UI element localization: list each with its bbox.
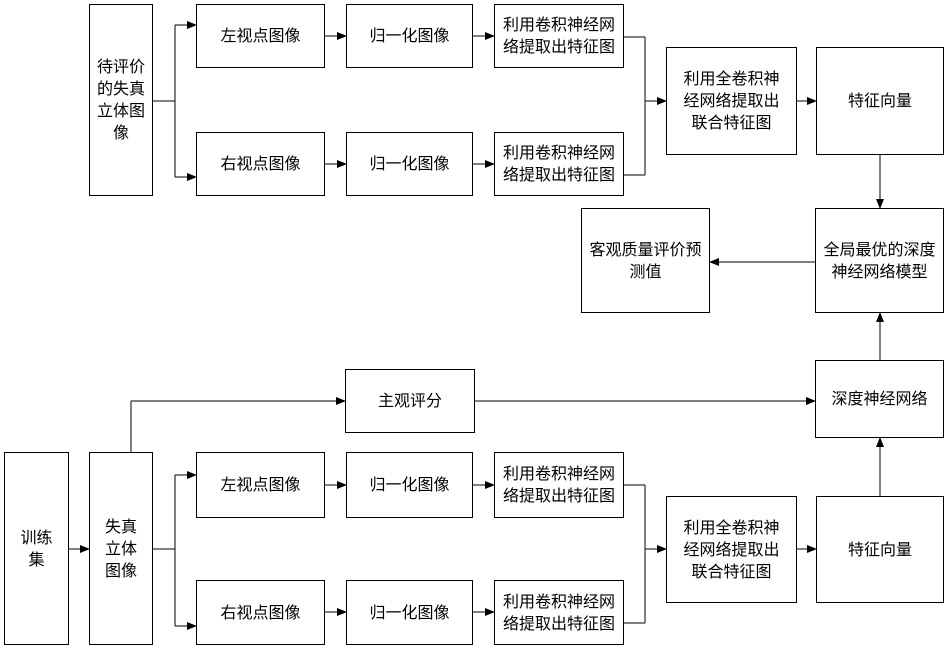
training-set-box: 训练集 [4, 452, 69, 645]
prediction-box: 客观质量评价预测值 [581, 208, 710, 313]
bottom-normalize-left-box: 归一化图像 [346, 452, 473, 518]
top-cnn-right-box: 利用卷积神经网络提取出特征图 [494, 132, 624, 196]
bottom-feature-vector-box: 特征向量 [816, 496, 944, 603]
bottom-left-view-label: 左视点图像 [220, 474, 300, 496]
prediction-label: 客观质量评价预测值 [588, 239, 703, 283]
distorted-image-box: 失真立体图像 [89, 452, 153, 645]
eval-stereo-image-box: 待评价的失真立体图像 [89, 4, 153, 196]
optimal-model-label: 全局最优的深度神经网络模型 [822, 239, 937, 283]
top-feature-vector-box: 特征向量 [816, 47, 944, 155]
optimal-model-box: 全局最优的深度神经网络模型 [815, 208, 944, 313]
subjective-score-label: 主观评分 [378, 390, 442, 412]
bottom-normalize-right-label: 归一化图像 [369, 602, 449, 624]
top-normalize-right-box: 归一化图像 [346, 132, 473, 196]
dnn-label: 深度神经网络 [831, 388, 927, 410]
top-cnn-left-label: 利用卷积神经网络提取出特征图 [503, 14, 615, 58]
bottom-cnn-right-label: 利用卷积神经网络提取出特征图 [503, 591, 615, 635]
bottom-cnn-left-label: 利用卷积神经网络提取出特征图 [503, 463, 615, 507]
top-right-view-label: 右视点图像 [220, 153, 300, 175]
top-cnn-right-label: 利用卷积神经网络提取出特征图 [503, 142, 615, 186]
top-fcn-box: 利用全卷积神经网络提取出联合特征图 [666, 47, 797, 155]
top-normalize-right-label: 归一化图像 [369, 153, 449, 175]
eval-stereo-image-label: 待评价的失真立体图像 [96, 56, 146, 144]
top-fcn-label: 利用全卷积神经网络提取出联合特征图 [677, 68, 786, 134]
bottom-right-view-label: 右视点图像 [220, 602, 300, 624]
dnn-box: 深度神经网络 [815, 360, 944, 438]
bottom-fcn-label: 利用全卷积神经网络提取出联合特征图 [677, 517, 786, 583]
bottom-cnn-left-box: 利用卷积神经网络提取出特征图 [494, 452, 624, 518]
top-normalize-left-label: 归一化图像 [369, 25, 449, 47]
top-normalize-left-box: 归一化图像 [346, 4, 473, 68]
bottom-left-view-box: 左视点图像 [196, 452, 325, 518]
bottom-right-view-box: 右视点图像 [196, 580, 325, 645]
bottom-feature-vector-label: 特征向量 [848, 539, 912, 561]
distorted-image-label: 失真立体图像 [98, 516, 144, 582]
bottom-normalize-right-box: 归一化图像 [346, 580, 473, 645]
bottom-cnn-right-box: 利用卷积神经网络提取出特征图 [494, 580, 624, 645]
top-left-view-label: 左视点图像 [220, 25, 300, 47]
training-set-label: 训练集 [15, 527, 58, 571]
top-feature-vector-label: 特征向量 [848, 90, 912, 112]
top-right-view-box: 右视点图像 [196, 132, 325, 196]
subjective-score-box: 主观评分 [345, 369, 475, 433]
bottom-normalize-left-label: 归一化图像 [369, 474, 449, 496]
bottom-fcn-box: 利用全卷积神经网络提取出联合特征图 [666, 496, 797, 603]
top-left-view-box: 左视点图像 [196, 4, 325, 68]
top-cnn-left-box: 利用卷积神经网络提取出特征图 [494, 4, 624, 68]
